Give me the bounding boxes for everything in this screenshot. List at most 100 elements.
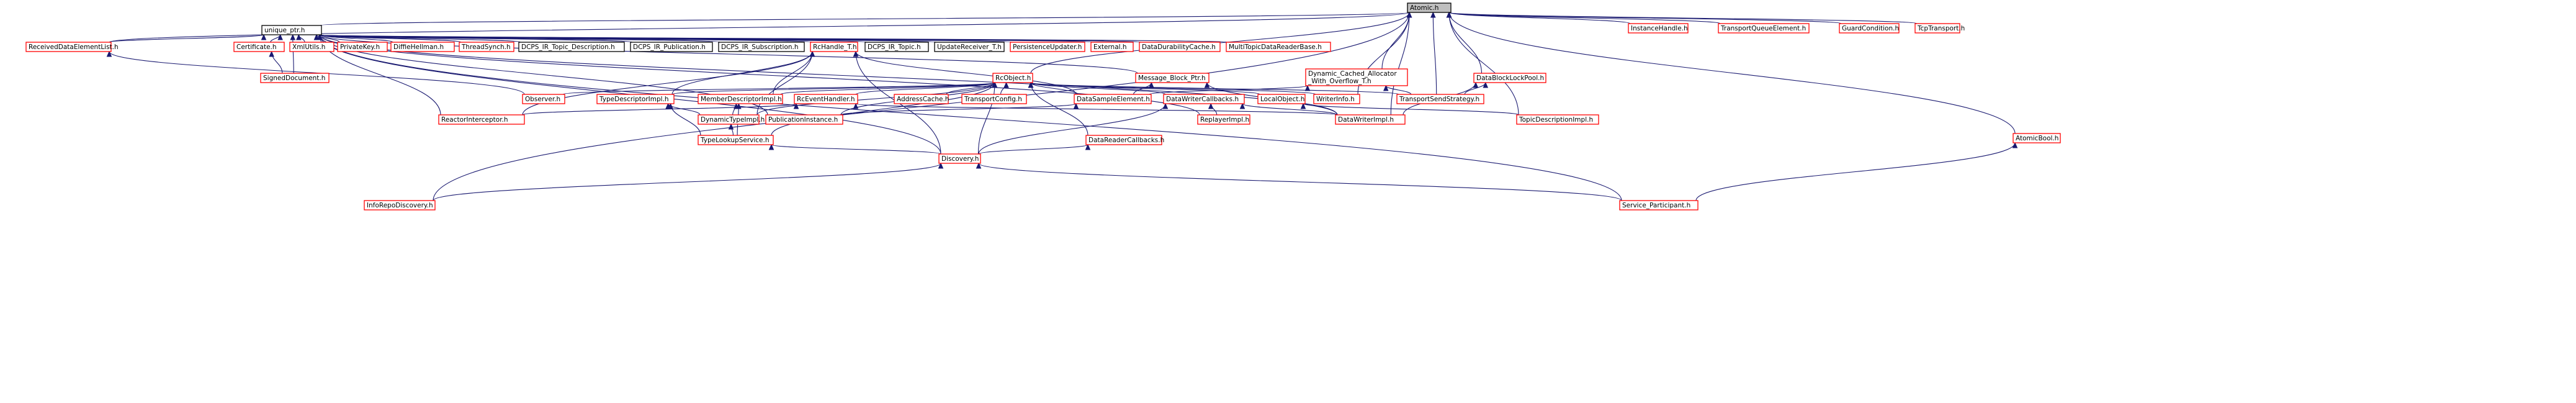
node-memberdescimpl[interactable]: MemberDescriptorImpl.h: [698, 94, 783, 104]
node-persistence[interactable]: PersistenceUpdater.h: [1010, 42, 1085, 52]
node-privatekey[interactable]: PrivateKey.h: [337, 42, 388, 52]
node-serviceparticipant[interactable]: Service_Participant.h: [1619, 200, 1699, 211]
node-box: [390, 42, 455, 52]
node-box: [992, 73, 1033, 83]
node-datasample[interactable]: DataSampleElement.h: [1074, 94, 1152, 104]
edge-dwimpl-to-atomic: [1390, 12, 1410, 115]
node-box: [1407, 2, 1452, 13]
edge-topicdescimpl-to-localobject: [1303, 103, 1519, 115]
node-instancehandle[interactable]: InstanceHandle.h: [1628, 23, 1689, 34]
arrowhead: [1446, 11, 1452, 18]
node-label: PrivateKey.h: [340, 43, 380, 51]
node-label: Certificate.h: [236, 43, 277, 51]
node-atomicbool[interactable]: AtomicBool.h: [2013, 133, 2061, 143]
edge-dyntypeimpl-to-rcobject: [756, 82, 995, 115]
node-dyntypeimpl[interactable]: DynamicTypeImpl.h: [698, 114, 765, 125]
node-localobject[interactable]: LocalObject.h: [1257, 94, 1306, 104]
node-typedescimpl[interactable]: TypeDescriptorImpl.h: [596, 94, 675, 104]
node-irpub[interactable]: DCPS_IR_Publication.h: [630, 42, 713, 52]
node-label: DCPS_IR_Publication.h: [633, 43, 706, 51]
node-label: RcEventHandler.h: [797, 96, 855, 103]
node-writerinfo[interactable]: WriterInfo.h: [1313, 94, 1360, 104]
arrowhead: [1300, 102, 1306, 109]
node-box: [337, 42, 388, 52]
node-diffie[interactable]: DiffieHellman.h: [390, 42, 455, 52]
node-box: [2013, 133, 2061, 143]
node-msgblockptr[interactable]: Message_Block_Ptr.h: [1135, 73, 1209, 83]
node-dwcallbacks[interactable]: DataWriterCallbacks.h: [1163, 94, 1245, 104]
node-rchandle[interactable]: RcHandle_T.h: [810, 42, 858, 52]
node-label: DCPS_IR_Subscription.h: [721, 43, 799, 51]
node-certificate[interactable]: Certificate.h: [233, 42, 285, 52]
arrowhead: [1473, 81, 1479, 88]
edge-datasample-to-rcobject: [1030, 82, 1079, 95]
node-observer[interactable]: Observer.h: [522, 94, 565, 104]
node-pubinstance[interactable]: PublicationInstance.h: [765, 114, 843, 125]
node-rcobject[interactable]: RcObject.h: [992, 73, 1033, 83]
node-drcallbacks[interactable]: DataReaderCallbacks.h: [1085, 135, 1164, 145]
node-atomic[interactable]: Atomic.h: [1407, 2, 1452, 13]
node-reactorint[interactable]: ReactorInterceptor.h: [438, 114, 525, 125]
node-box: [1619, 200, 1699, 211]
node-box: [518, 42, 625, 52]
node-dblockpool[interactable]: DataBlockLockPool.h: [1473, 73, 1546, 83]
node-box: [810, 42, 858, 52]
node-label: PublicationInstance.h: [768, 116, 838, 124]
node-dyncached[interactable]: Dynamic_Cached_Allocator_With_Overflow_T…: [1305, 68, 1408, 86]
node-discovery[interactable]: Discovery.h: [938, 153, 981, 164]
node-box: [1305, 68, 1408, 86]
node-typelookup[interactable]: TypeLookupService.h: [698, 135, 774, 145]
node-box: [1010, 42, 1085, 52]
node-dwimpl[interactable]: DataWriterImpl.h: [1335, 114, 1406, 125]
node-label: ThreadSynch.h: [461, 43, 511, 51]
node-durability[interactable]: DataDurabilityCache.h: [1139, 42, 1221, 52]
node-box: [364, 200, 436, 211]
node-updatereceiver[interactable]: UpdateReceiver_T.h: [934, 42, 1005, 52]
node-tqe[interactable]: TransportQueueElement.h: [1718, 23, 1810, 34]
node-external[interactable]: External.h: [1090, 42, 1134, 52]
node-topicdesc[interactable]: DCPS_IR_Topic_Description.h: [518, 42, 625, 52]
node-addresscache[interactable]: AddressCache.h: [894, 94, 949, 104]
node-guardcond[interactable]: GuardCondition.h: [1839, 23, 1900, 34]
node-multitopic[interactable]: MultiTopicDataReaderBase.h: [1226, 42, 1331, 52]
node-tss[interactable]: TransportSendStrategy.h: [1396, 94, 1484, 104]
node-tcptransport[interactable]: TcpTransport.h: [1914, 23, 1965, 34]
node-replayer[interactable]: ReplayerImpl.h: [1197, 114, 1250, 125]
edge-dyntypeimpl-to-typedescimpl: [667, 103, 701, 115]
node-label: External.h: [1093, 43, 1127, 51]
node-label: TopicDescriptionImpl.h: [1519, 116, 1593, 124]
node-label: DataBlockLockPool.h: [1476, 75, 1544, 82]
node-box: [1090, 42, 1134, 52]
edge-reactorint-to-rchandle: [522, 51, 813, 115]
edge-serviceparticipant-to-uniqueptr: [319, 34, 1622, 201]
node-rceventhandler[interactable]: RcEventHandler.h: [794, 94, 858, 104]
node-box: [1628, 23, 1689, 34]
node-label: UpdateReceiver_T.h: [937, 43, 1002, 51]
node-box: [864, 42, 929, 52]
edge-guardcond-to-atomic: [1448, 12, 1842, 24]
node-box: [698, 114, 760, 125]
node-box: [261, 25, 322, 35]
edge-discovery-to-dwcallbacks: [978, 103, 1166, 155]
arrowhead: [1406, 11, 1412, 18]
node-signeddoc[interactable]: SignedDocument.h: [260, 73, 330, 83]
node-label: Discovery.h: [941, 155, 979, 163]
node-label: TcpTransport.h: [1917, 25, 1965, 32]
edge-memberdescimpl-to-rcobject: [780, 82, 995, 95]
edge-rceventhandler-to-rcobject: [855, 82, 995, 95]
node-irsub[interactable]: DCPS_IR_Subscription.h: [718, 42, 805, 52]
node-threadsynch[interactable]: ThreadSynch.h: [459, 42, 514, 52]
node-inforepo[interactable]: InfoRepoDiscovery.h: [364, 200, 436, 211]
node-xmlutils[interactable]: XmlUtils.h: [289, 42, 334, 52]
node-box: [1396, 94, 1484, 104]
arrowhead: [1073, 102, 1079, 109]
node-received[interactable]: ReceivedDataElementList.h: [25, 42, 119, 52]
node-topicdescimpl[interactable]: TopicDescriptionImpl.h: [1516, 114, 1599, 125]
node-transportconfig[interactable]: TransportConfig.h: [961, 94, 1027, 104]
node-box: [1257, 94, 1306, 104]
node-label: Message_Block_Ptr.h: [1138, 75, 1206, 82]
node-uniqueptr[interactable]: unique_ptr.h: [261, 25, 322, 35]
node-irtopic[interactable]: DCPS_IR_Topic.h: [864, 42, 929, 52]
